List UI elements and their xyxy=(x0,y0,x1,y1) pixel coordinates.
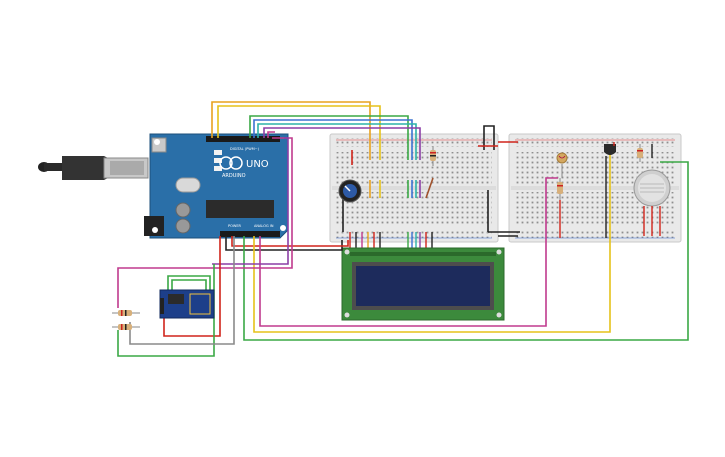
lcd-wires xyxy=(349,232,433,250)
wire-red-esp[interactable] xyxy=(163,236,221,337)
wire-black-gnd[interactable] xyxy=(225,236,343,251)
wire-teal[interactable] xyxy=(257,123,417,160)
photoresistor[interactable] xyxy=(556,152,568,178)
wire-green-gas-sensor[interactable] xyxy=(243,161,689,341)
arduino-model-text: UNO xyxy=(246,159,269,170)
resistor-esp-1[interactable] xyxy=(112,310,140,316)
wire-blue[interactable] xyxy=(253,119,413,160)
wire-group-bottom xyxy=(117,137,689,357)
atmega-chip xyxy=(206,200,274,218)
usb-cable[interactable] xyxy=(38,156,149,180)
digital-pins-label: DIGITAL (PWM~) xyxy=(230,147,260,151)
wire-orange[interactable] xyxy=(211,101,371,160)
potentiometer[interactable] xyxy=(338,179,362,203)
wire-black-bridge[interactable] xyxy=(483,125,495,150)
arduino-uno-board[interactable]: ARDUINO UNO DIGITAL (PWM~) POWER ANALOG … xyxy=(144,133,289,239)
wire-magenta-esp[interactable] xyxy=(117,137,293,308)
breadboard-left[interactable] xyxy=(329,133,499,243)
analog-power-header xyxy=(220,231,280,237)
resistor-photoresistor[interactable] xyxy=(557,178,563,238)
wire-green[interactable] xyxy=(249,115,409,160)
arduino-logo-icon xyxy=(219,156,233,170)
wire-gray-esp[interactable] xyxy=(129,236,235,345)
wire-group-top xyxy=(211,101,421,160)
gas-sensor[interactable] xyxy=(633,169,671,207)
esp8266-module[interactable] xyxy=(159,289,215,319)
resistor-gas-sensor[interactable] xyxy=(637,144,643,162)
digital-header xyxy=(206,136,280,142)
wire-yellow-temp-sensor[interactable] xyxy=(253,150,611,333)
wire-purple[interactable] xyxy=(263,127,421,160)
wire-red-5v[interactable] xyxy=(231,236,349,247)
wire-yellow[interactable] xyxy=(217,105,381,160)
arduino-brand-text: ARDUINO xyxy=(222,173,246,179)
temperature-sensor[interactable] xyxy=(604,142,616,238)
resistor-esp-2[interactable] xyxy=(112,324,140,330)
power-pins-label: POWER xyxy=(228,224,242,228)
analog-pins-label: ANALOG IN xyxy=(254,224,274,228)
resistor-left-board[interactable] xyxy=(430,146,436,166)
lcd-16x2[interactable] xyxy=(341,247,505,321)
wire-magenta-photoresistor[interactable] xyxy=(259,177,558,327)
power-jack xyxy=(144,216,164,236)
lcd-screen xyxy=(356,266,490,306)
